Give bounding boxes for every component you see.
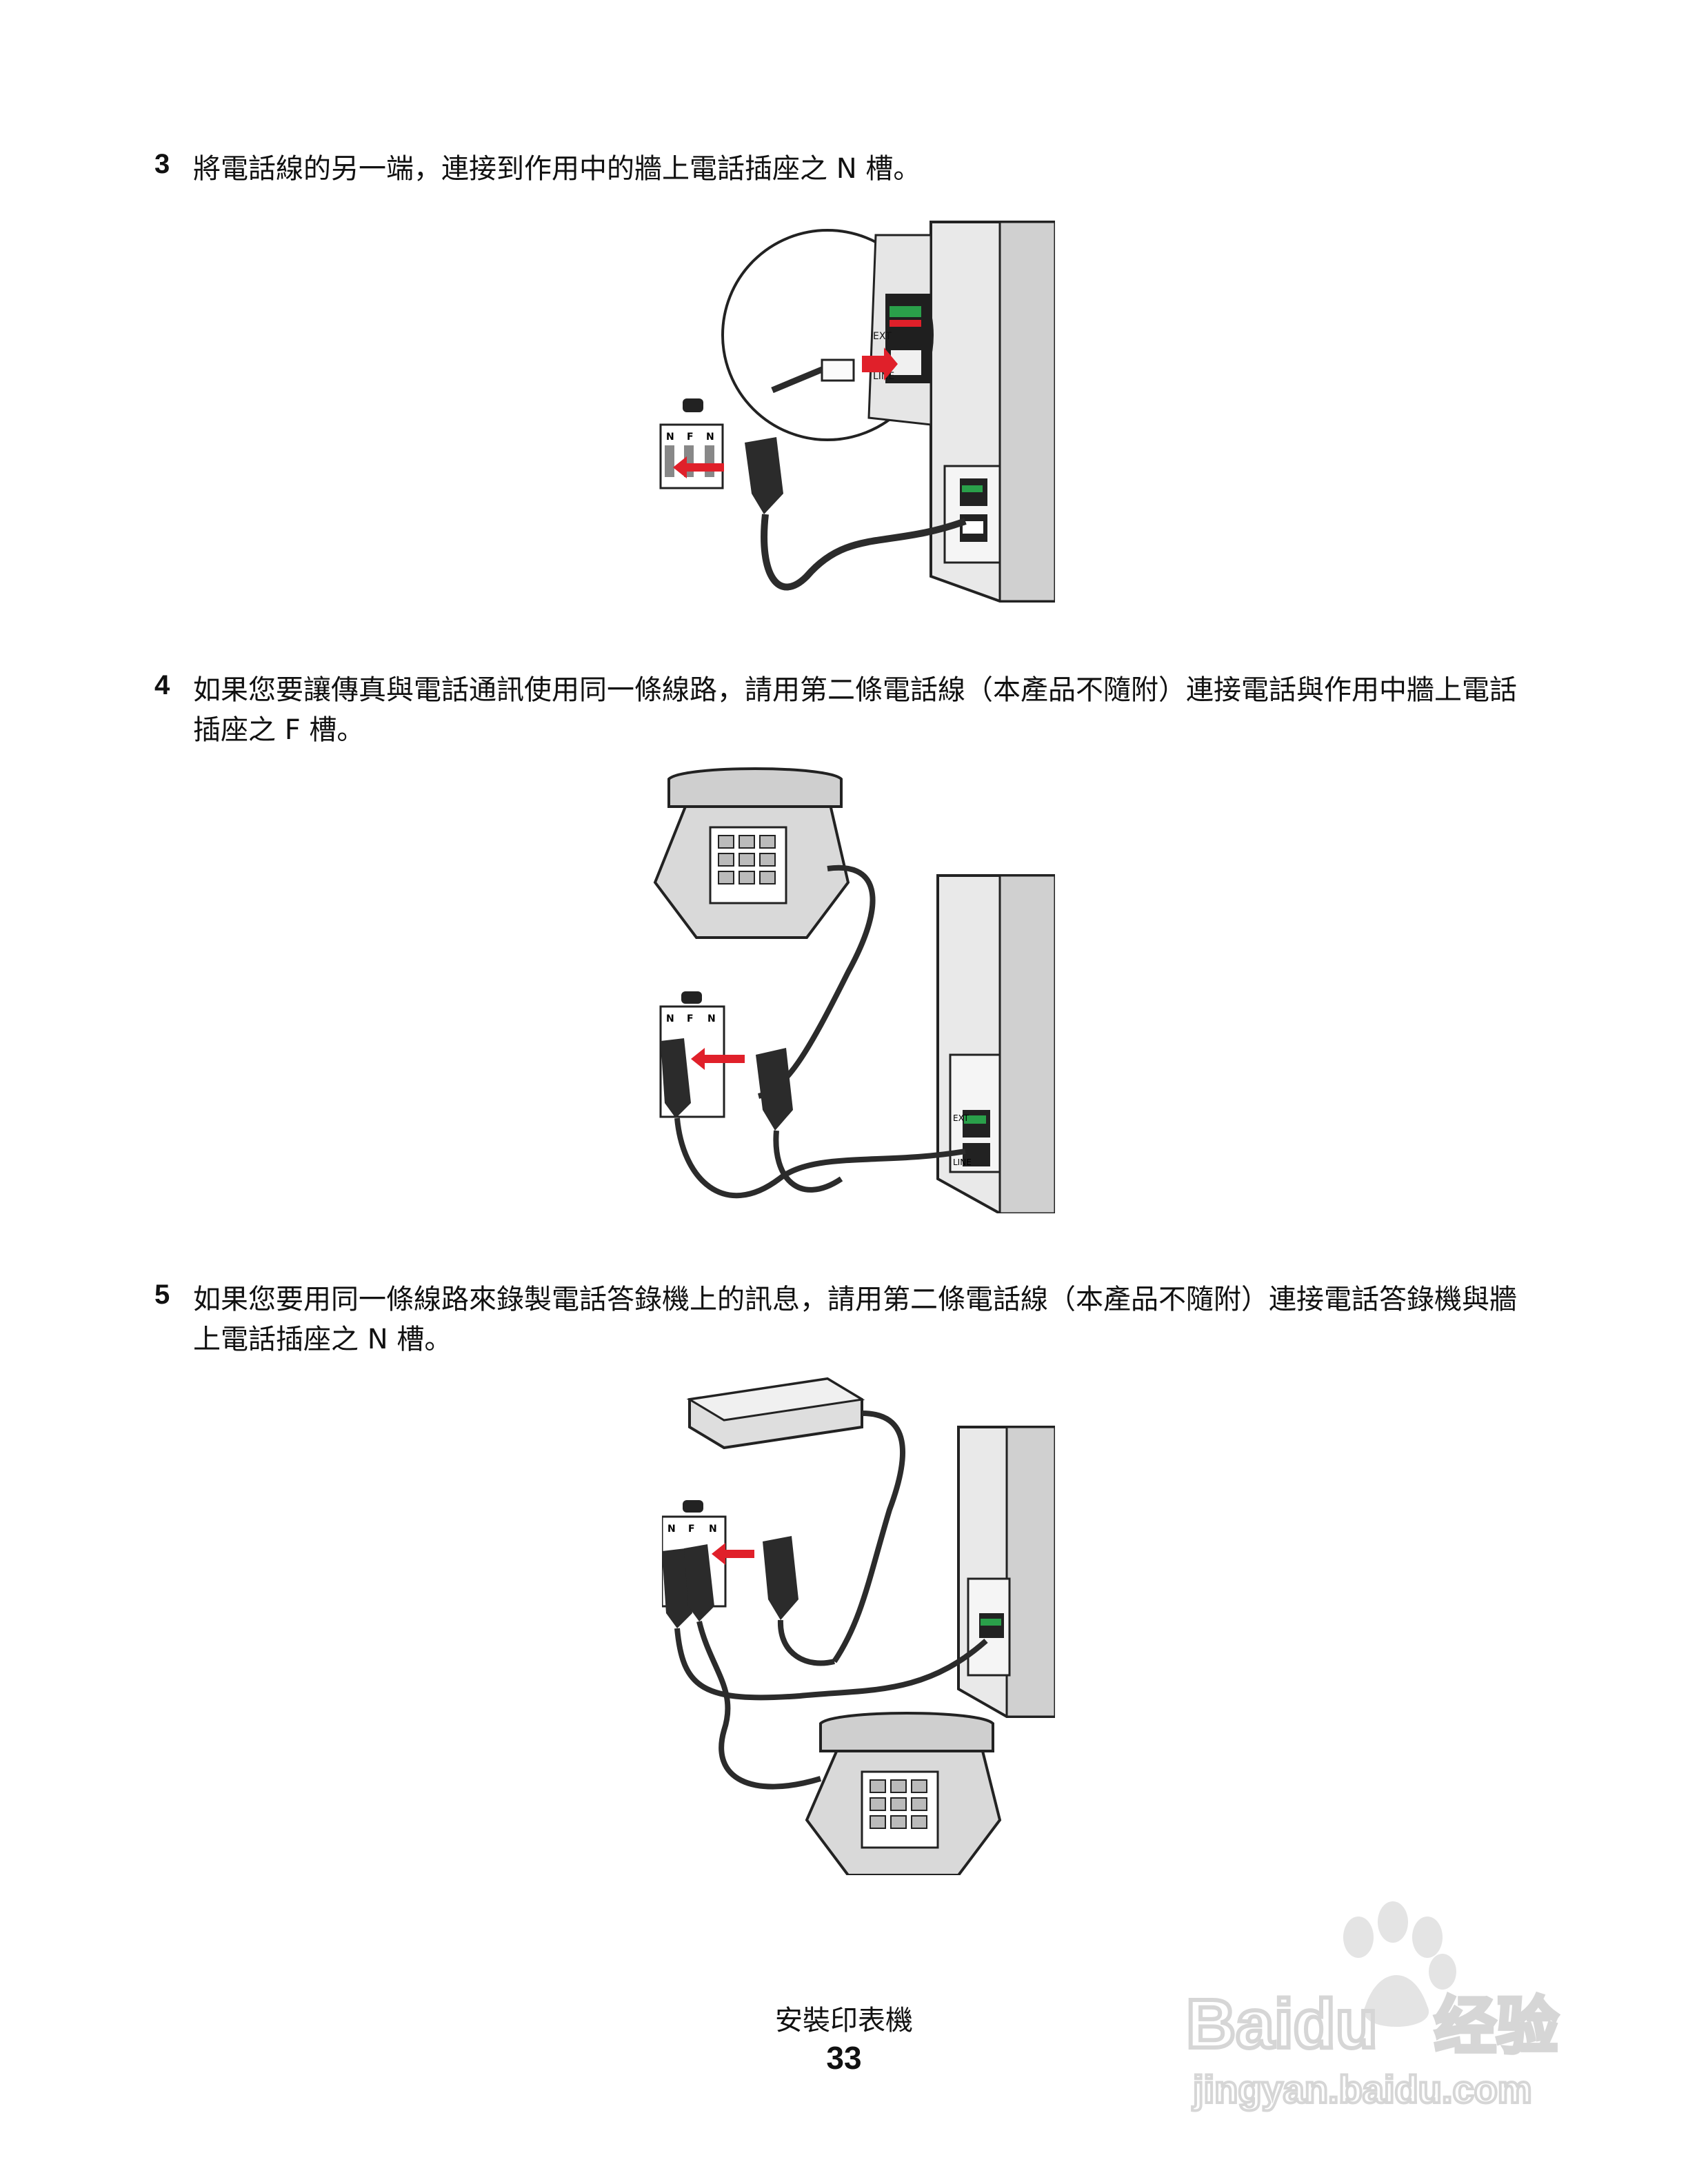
step-text: 如果您要讓傳真與電話通訊使用同一條線路，請用第二條電話線（本產品不隨附）連接電話… [193,670,1538,750]
figure-step-3: EXT LINE N F N [641,218,1055,611]
magnified-port-view: EXT LINE [723,230,932,440]
jack-label-n-right: N [706,432,714,443]
watermark-product: 经验 [1434,1990,1558,2063]
step-text: 將電話線的另一端，連接到作用中的牆上電話插座之 N 槽。 [193,149,1538,189]
figure-step-5: N F N [662,1372,1055,1875]
ext-port-label: EXT [873,331,892,342]
wall-jack: N F N [661,398,724,488]
watermark-brand: Baidu [1186,1985,1378,2063]
jack-label-n-right: N [709,1524,717,1535]
figure-step-4: EXT LINE N F N [641,765,1055,1213]
handset-icon [669,769,841,807]
telephone [807,1713,1000,1875]
step-text: 如果您要用同一條線路來錄製電話答錄機上的訊息，請用第二條電話線（本產品不隨附）連… [193,1280,1538,1359]
step-number: 3 [154,149,170,180]
watermark-url: jingyan.baidu.com [1192,2067,1532,2111]
baidu-watermark: Baidu 经验 jingyan.baidu.com [1172,1889,1600,2116]
ext-port-label: EXT [953,1113,969,1123]
jack-label-n-right: N [707,1013,716,1024]
jack-label-n: N [667,1524,676,1535]
printer-side: EXT LINE [938,876,1055,1213]
printer-side [931,222,1055,601]
jack-label-n: N [666,432,674,443]
line-port-label: LINE [873,371,894,382]
wall-jack: N F N [661,991,793,1131]
wall-jack: N F N [662,1500,798,1628]
telephone-icon [683,398,703,412]
step-number: 4 [154,670,170,701]
printer-side [958,1427,1055,1717]
step-number: 5 [154,1280,170,1311]
jack-label-f: F [687,432,694,443]
rj11-plug-icon [822,360,854,381]
jack-label-f: F [687,1013,694,1024]
line-port-label: LINE [953,1157,972,1167]
jack-label-f: F [688,1524,695,1535]
telephone-icon [681,991,702,1004]
handset-icon [821,1713,993,1751]
jack-label-n: N [666,1013,674,1024]
telephone-icon [683,1500,703,1513]
